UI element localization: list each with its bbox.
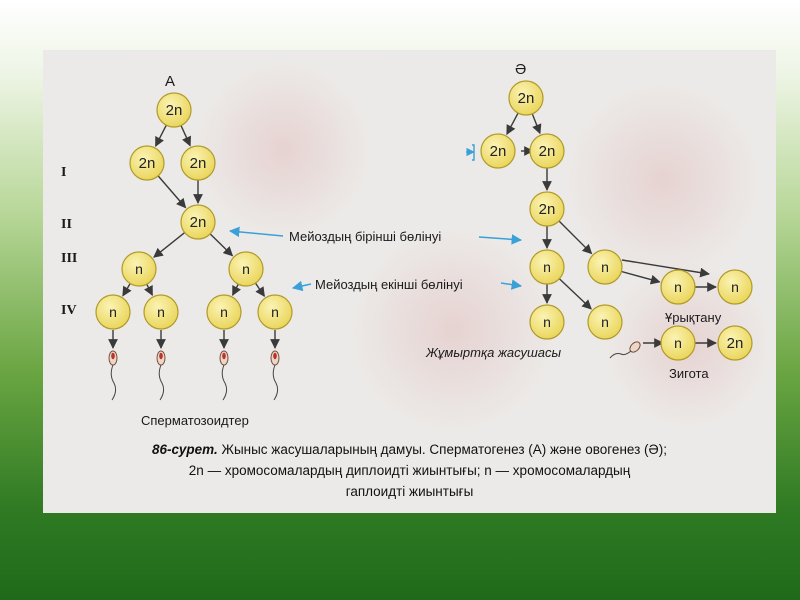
haploid-cell	[257, 294, 293, 330]
cell-label: n	[220, 304, 228, 320]
stage-label: II	[61, 217, 72, 232]
spermatozoon	[219, 350, 229, 401]
cell-label: n	[601, 259, 609, 275]
spermatozoon	[156, 350, 166, 401]
haploid-cell	[660, 325, 696, 361]
background-blob	[193, 60, 373, 240]
diploid-cell	[180, 204, 216, 240]
figure-number: 86-сурет.	[152, 442, 218, 457]
diagram-arrow	[180, 125, 191, 147]
branch-label-oe: Ә	[515, 61, 526, 78]
diagram-cells: 2n 2n 2n 2n n n n n n n 2n 2n 2n 2n n n n n n n n 2n	[95, 80, 753, 361]
haploid-cell	[529, 304, 565, 340]
diploid-cell	[180, 145, 216, 181]
cell-label: n	[271, 304, 279, 320]
haploid-cell	[206, 294, 242, 330]
cell-label: 2n	[139, 155, 156, 172]
diagram-arrow	[558, 220, 593, 255]
haploid-cell	[587, 304, 623, 340]
annotation-meiosis-first: Мейоздың бірінші бөлінуі	[289, 229, 441, 244]
diagram-arrow	[228, 226, 284, 238]
haploid-cell	[717, 269, 753, 305]
diagram-arrows	[108, 112, 717, 349]
cell-label: n	[601, 314, 609, 330]
caption-line-1: Жыныс жасушаларының дамуы. Сперматогенез…	[221, 442, 667, 457]
haploid-cell	[660, 269, 696, 305]
caption-line-3: гаплоидті жиынтығы	[345, 484, 474, 499]
diagram-arrow	[478, 234, 523, 245]
branch-label-a: А	[165, 73, 175, 90]
cell-label: 2n	[190, 214, 207, 231]
cell-label: 2n	[539, 201, 556, 218]
haploid-cell	[228, 251, 264, 287]
cell-label: n	[242, 261, 250, 277]
annotation-meiosis-second: Мейоздың екінші бөлінуі	[315, 277, 463, 292]
stage-label: I	[61, 165, 66, 180]
cell-label: n	[109, 304, 117, 320]
diploid-cell	[129, 145, 165, 181]
diagram-arrow	[143, 283, 153, 296]
diploid-cell	[529, 191, 565, 227]
stage-label: IV	[61, 303, 77, 318]
diagram-arrow	[153, 232, 186, 258]
cell-label: n	[543, 314, 551, 330]
cell-label: 2n	[518, 90, 535, 107]
annotation-spermatozoa: Сперматозоидтер	[141, 413, 249, 428]
diagram-arrow	[254, 282, 265, 298]
diploid-cell	[529, 133, 565, 169]
diploid-cell	[156, 92, 192, 128]
cell-label: 2n	[490, 143, 507, 160]
haploid-cell	[95, 294, 131, 330]
cell-label: n	[674, 279, 682, 295]
cell-label: n	[543, 259, 551, 275]
cell-label: 2n	[166, 102, 183, 119]
cell-label: n	[157, 304, 165, 320]
caption-line-2: 2n — хромосомалардың диплоидті жиынтығы;…	[188, 463, 631, 478]
spermatozoa-group	[108, 341, 641, 401]
spermatozoon	[270, 350, 280, 401]
diploid-cell	[480, 133, 516, 169]
cell-label: n	[674, 335, 682, 351]
diagram-arrow	[155, 124, 167, 147]
egg-cell-illustration	[609, 341, 641, 359]
haploid-cell	[121, 251, 157, 287]
cell-label: n	[731, 279, 739, 295]
haploid-cell	[143, 294, 179, 330]
cell-label: 2n	[190, 155, 207, 172]
diagram-arrow	[122, 283, 132, 297]
background-blob	[343, 230, 563, 430]
figure-caption: 86-сурет. Жыныс жасушаларының дамуы. Спе…	[43, 442, 776, 457]
diagram-arrow	[157, 175, 187, 209]
diagram-arrow	[621, 259, 710, 278]
spermatozoon	[108, 350, 118, 401]
haploid-cell	[529, 249, 565, 285]
haploid-cell	[587, 249, 623, 285]
diagram-arrow	[506, 112, 519, 136]
annotation-egg-cell: Жұмыртқа жасушасы	[425, 345, 561, 360]
diagram-arrow	[558, 278, 592, 310]
annotation-zygote: Зигота	[669, 366, 709, 381]
diploid-cell	[717, 325, 753, 361]
diagram-arrow	[291, 280, 312, 292]
cell-label: 2n	[727, 335, 744, 352]
diagram-arrow	[232, 283, 242, 296]
stage-label: III	[61, 251, 77, 266]
diploid-cell	[508, 80, 544, 116]
diagram-arrow	[621, 270, 661, 285]
diagram-arrow	[209, 233, 234, 257]
diagram-arrow	[500, 279, 523, 290]
cell-label: n	[135, 261, 143, 277]
diagram-arrow	[531, 113, 542, 135]
background-blob	[563, 80, 763, 280]
cell-label: 2n	[539, 143, 556, 160]
annotation-fertilization: Ұрықтану	[665, 310, 722, 325]
